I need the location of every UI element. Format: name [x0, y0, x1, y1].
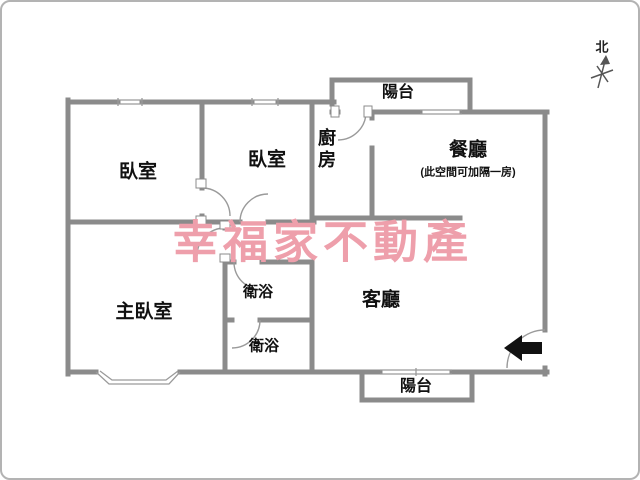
wall-balcony-bottom: [359, 369, 550, 403]
door-arc-bath-lower: [231, 319, 261, 349]
room-label-dining: 餐廳: [448, 139, 488, 161]
jamb: [195, 178, 207, 189]
room-label-balcony-top: 陽台: [381, 84, 415, 101]
compass-arrow-icon: [590, 55, 614, 89]
window-dining-balcony: [420, 109, 462, 115]
room-label-bath-lower: 衛浴: [248, 337, 280, 355]
door-arc-bath-upper: [233, 261, 263, 291]
room-label-master-bedroom: 主臥室: [115, 301, 173, 323]
jamb: [195, 215, 207, 226]
jamb: [330, 105, 340, 118]
door-arc-bedroom-mid: [239, 193, 269, 223]
compass-arrowhead: [600, 55, 610, 65]
room-label-balcony-bottom: 陽台: [399, 378, 433, 395]
wall-balcony-top: [329, 77, 473, 115]
agency-watermark: 幸福家不動產: [172, 216, 474, 268]
compass-cross: [590, 65, 614, 83]
room-label-bedroom-mid: 臥室: [247, 149, 287, 171]
room-label-bedroom-left: 臥室: [118, 161, 158, 183]
window-bedroom-mid: [251, 98, 279, 106]
north-label: 北: [595, 39, 609, 55]
room-label-living: 客廳: [361, 289, 401, 311]
windows: [95, 98, 462, 385]
entrance-arrow-icon: [504, 335, 542, 361]
room-note-dining: (此空間可加隔一房): [420, 166, 516, 179]
door-jambs: [195, 105, 373, 263]
room-label-kitchen: 廚房: [316, 128, 336, 172]
jamb: [219, 253, 231, 263]
window-bedroom-left: [117, 98, 143, 106]
jamb: [219, 220, 231, 230]
jamb: [363, 105, 373, 118]
room-label-bath-upper: 衛浴: [242, 283, 274, 301]
door-arc-kitchen-balcony: [337, 111, 367, 141]
slider-living-balcony: [380, 368, 452, 376]
bay-window-master: [95, 370, 181, 385]
